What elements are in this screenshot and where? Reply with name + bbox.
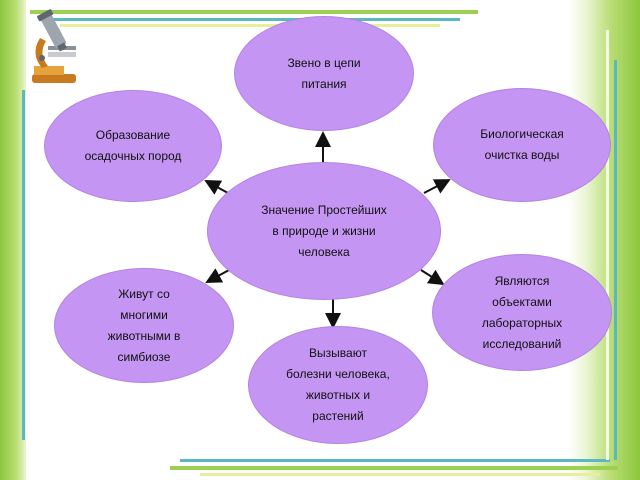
arrow-to-lab (420, 269, 445, 286)
right-vstripe-light (606, 30, 609, 460)
top-stripe-green (30, 10, 478, 14)
node-food-chain: Звено в цепи питания (234, 16, 414, 131)
right-green-border (568, 0, 640, 480)
node-water: Биологическая очистка воды (433, 88, 611, 202)
arrow-to-sediment (204, 180, 229, 195)
node-symbiosis: Живут со многими животными в симбиозе (54, 268, 234, 383)
top-stripe-teal (40, 18, 460, 21)
left-green-border (0, 0, 26, 480)
node-sediment-label: Образование осадочных пород (84, 128, 182, 163)
bottom-stripe-yellow (200, 473, 600, 476)
node-center: Значение Простейших в природе и жизни че… (207, 162, 441, 300)
microscope-icon (32, 9, 76, 83)
right-vstripe-teal (614, 60, 617, 460)
node-lab-label: Являются объектами лабораторных исследов… (481, 273, 563, 351)
left-vstripe-teal (22, 90, 25, 440)
node-center-label: Значение Простейших в природе и жизни че… (261, 202, 387, 259)
node-symbiosis-label: Живут со многими животными в симбиозе (107, 286, 181, 364)
node-lab: Являются объектами лабораторных исследов… (432, 254, 612, 371)
node-water-label: Биологическая очистка воды (480, 127, 564, 162)
node-food-chain-label: Звено в цепи питания (287, 55, 361, 91)
node-sediment: Образование осадочных пород (44, 90, 222, 202)
arrow-to-water (423, 179, 451, 194)
bottom-stripe-green (170, 466, 618, 470)
arrow-to-symbiosis (205, 268, 230, 283)
node-disease-label: Вызывают болезни человека, животных и ра… (286, 346, 390, 423)
bottom-stripe-teal (180, 459, 610, 462)
node-disease: Вызывают болезни человека, животных и ра… (248, 326, 428, 444)
top-stripe-yellow (60, 24, 440, 27)
